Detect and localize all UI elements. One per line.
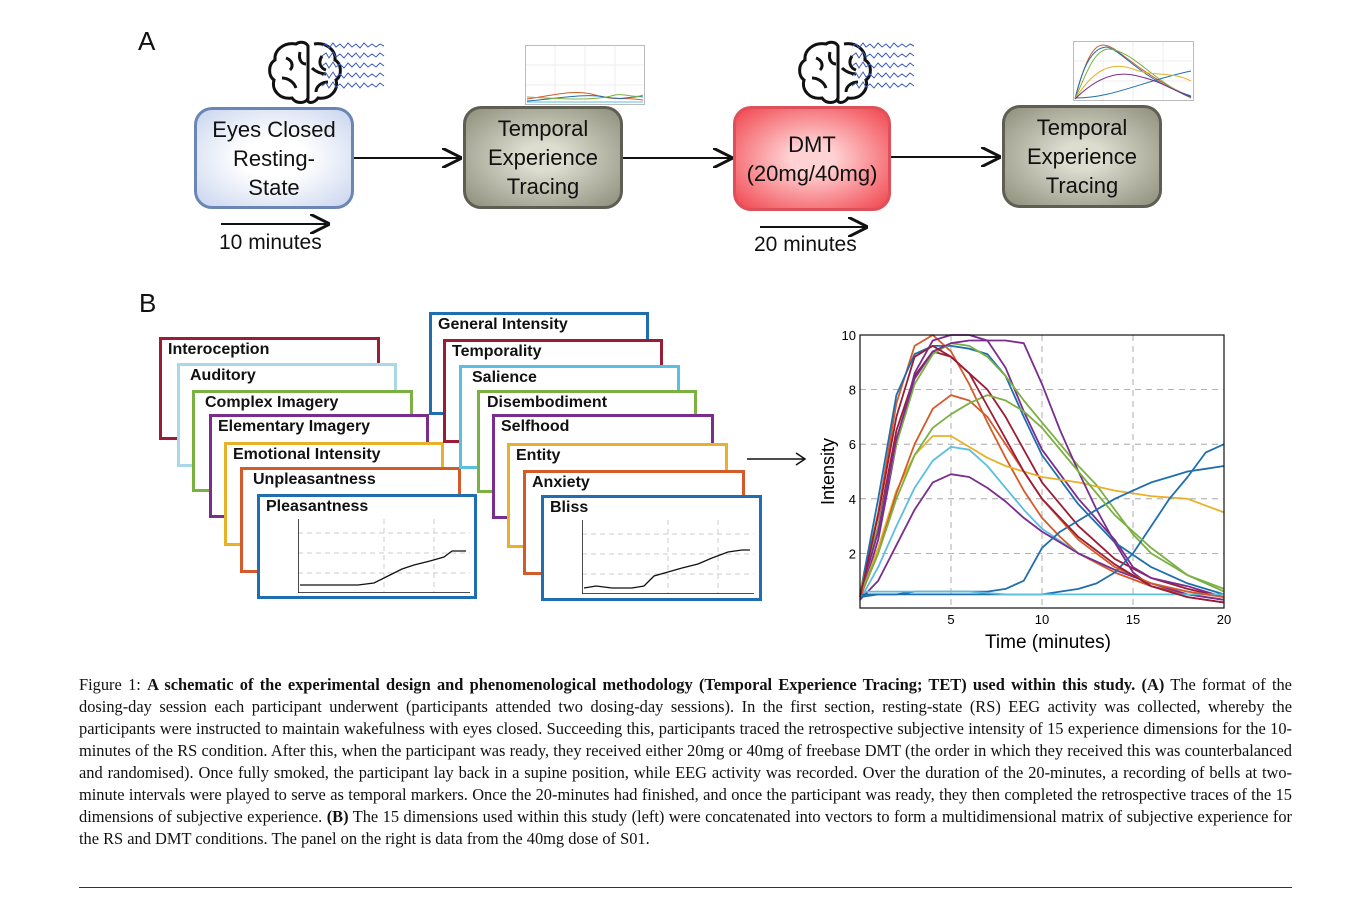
series-line-9 — [859, 339, 1225, 604]
sample-trace — [582, 520, 754, 594]
y-tick-label: 10 — [842, 328, 856, 343]
y-axis-label: Intensity — [818, 438, 838, 505]
bottom-rule — [79, 887, 1292, 888]
series-line-14 — [859, 394, 1225, 595]
y-tick-label: 8 — [849, 383, 856, 398]
trace-thumbnail-icon — [1073, 41, 1194, 101]
series-line-8 — [859, 473, 1225, 601]
caption-text-b: The 15 dimensions used within this study… — [79, 807, 1293, 848]
series-line-12 — [860, 590, 1224, 596]
figure-caption: Figure 1: A schematic of the experimenta… — [79, 674, 1292, 850]
intensity-chart: 5 10 15 20 2 4 6 8 10 Time (minutes) Intensity — [818, 328, 1232, 653]
sample-trace — [298, 519, 470, 593]
dmt-duration-label: 20 minutes — [754, 233, 857, 256]
rest-duration-label: 10 minutes — [219, 231, 322, 254]
series-line-4 — [859, 344, 1225, 596]
chart-series — [859, 334, 1225, 604]
panel-b-letter: B — [139, 288, 157, 318]
flow-arrows — [221, 0, 1371, 300]
chart-ticks: 5 10 15 20 2 4 6 8 10 — [842, 328, 1232, 627]
y-tick-label: 6 — [849, 437, 856, 452]
x-tick-label: 10 — [1035, 612, 1049, 627]
y-tick-label: 2 — [849, 546, 856, 561]
caption-label-b: (B) — [326, 807, 349, 826]
panel-a-letter: A — [138, 26, 156, 56]
series-line-2 — [859, 350, 1225, 598]
series-line-6 — [859, 435, 1225, 598]
series-line-1 — [859, 334, 1225, 601]
arrow-to-chart — [747, 452, 807, 466]
brain-eeg-icon — [268, 40, 385, 104]
caption-title: A schematic of the experimental design a… — [147, 675, 1136, 694]
chart-frame — [859, 334, 1225, 609]
dimension-card-bliss: Bliss — [541, 495, 762, 601]
x-tick-label: 20 — [1217, 612, 1231, 627]
caption-text-a: The format of the dosing-day session eac… — [79, 675, 1292, 826]
x-axis-label: Time (minutes) — [985, 632, 1111, 653]
caption-prefix: Figure 1: — [79, 675, 148, 694]
y-tick-label: 4 — [849, 492, 856, 507]
x-tick-label: 5 — [947, 612, 954, 627]
series-line-15 — [859, 344, 1225, 604]
dimension-card-pleasantness: Pleasantness — [257, 494, 477, 599]
series-line-5 — [859, 342, 1225, 593]
dmt-box: DMT(20mg/40mg) — [733, 106, 891, 211]
brain-eeg-icon — [798, 40, 915, 104]
caption-label-a: (A) — [1141, 675, 1165, 694]
trace-thumbnail-icon — [525, 45, 645, 105]
x-tick-label: 15 — [1126, 612, 1140, 627]
